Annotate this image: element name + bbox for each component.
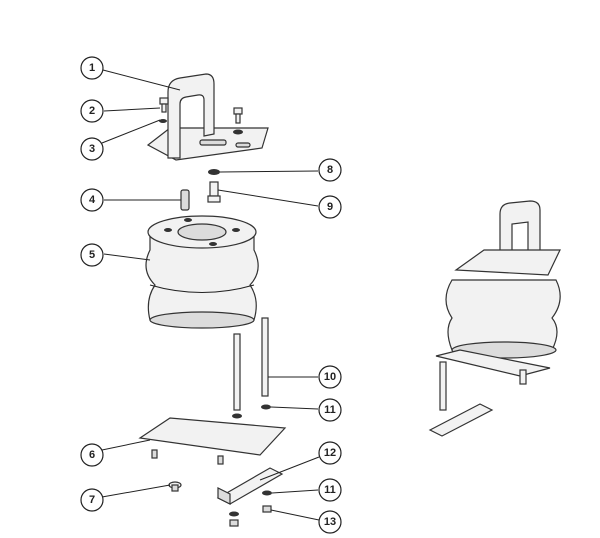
svg-text:11: 11 bbox=[324, 404, 336, 416]
callout-3: 3 bbox=[80, 137, 104, 161]
lower-plate bbox=[138, 417, 287, 456]
svg-text:7: 7 bbox=[89, 494, 95, 506]
bolt bbox=[159, 97, 169, 113]
washer bbox=[159, 119, 167, 123]
leader-lines bbox=[101, 69, 320, 521]
callout-1: 1 bbox=[80, 56, 104, 80]
svg-text:6: 6 bbox=[89, 449, 95, 461]
svg-text:4: 4 bbox=[89, 194, 96, 206]
svg-text:9: 9 bbox=[327, 201, 333, 213]
upper-bracket bbox=[146, 73, 269, 161]
callout-11b: 11 bbox=[318, 478, 342, 502]
bolt bbox=[168, 481, 182, 492]
svg-text:2: 2 bbox=[89, 105, 95, 117]
washer bbox=[232, 413, 242, 419]
callout-10: 10 bbox=[318, 365, 342, 389]
callout-9: 9 bbox=[318, 195, 342, 219]
svg-text:8: 8 bbox=[327, 164, 333, 176]
washer bbox=[233, 129, 243, 135]
svg-text:3: 3 bbox=[89, 143, 95, 155]
callout-7: 7 bbox=[80, 488, 104, 512]
callout-13: 13 bbox=[318, 510, 342, 534]
svg-text:12: 12 bbox=[324, 447, 336, 459]
air-fitting bbox=[180, 189, 190, 211]
svg-text:11: 11 bbox=[324, 484, 336, 496]
washer bbox=[261, 404, 271, 410]
assembled-view bbox=[428, 200, 561, 437]
callout-2: 2 bbox=[80, 99, 104, 123]
callout-5: 5 bbox=[80, 243, 104, 267]
callout-8: 8 bbox=[318, 158, 342, 182]
svg-text:10: 10 bbox=[324, 371, 336, 383]
washer bbox=[208, 169, 220, 175]
long-bolt bbox=[261, 317, 269, 397]
bolt bbox=[233, 107, 243, 124]
svg-text:1: 1 bbox=[89, 62, 95, 74]
callout-4: 4 bbox=[80, 188, 104, 212]
air-spring bbox=[145, 215, 259, 329]
long-bolt bbox=[233, 333, 241, 411]
bolt bbox=[207, 181, 221, 203]
callout-6: 6 bbox=[80, 443, 104, 467]
svg-text:13: 13 bbox=[324, 516, 336, 528]
svg-text:5: 5 bbox=[89, 249, 95, 261]
callout-11: 11 bbox=[318, 398, 342, 422]
callout-12: 12 bbox=[318, 441, 342, 465]
